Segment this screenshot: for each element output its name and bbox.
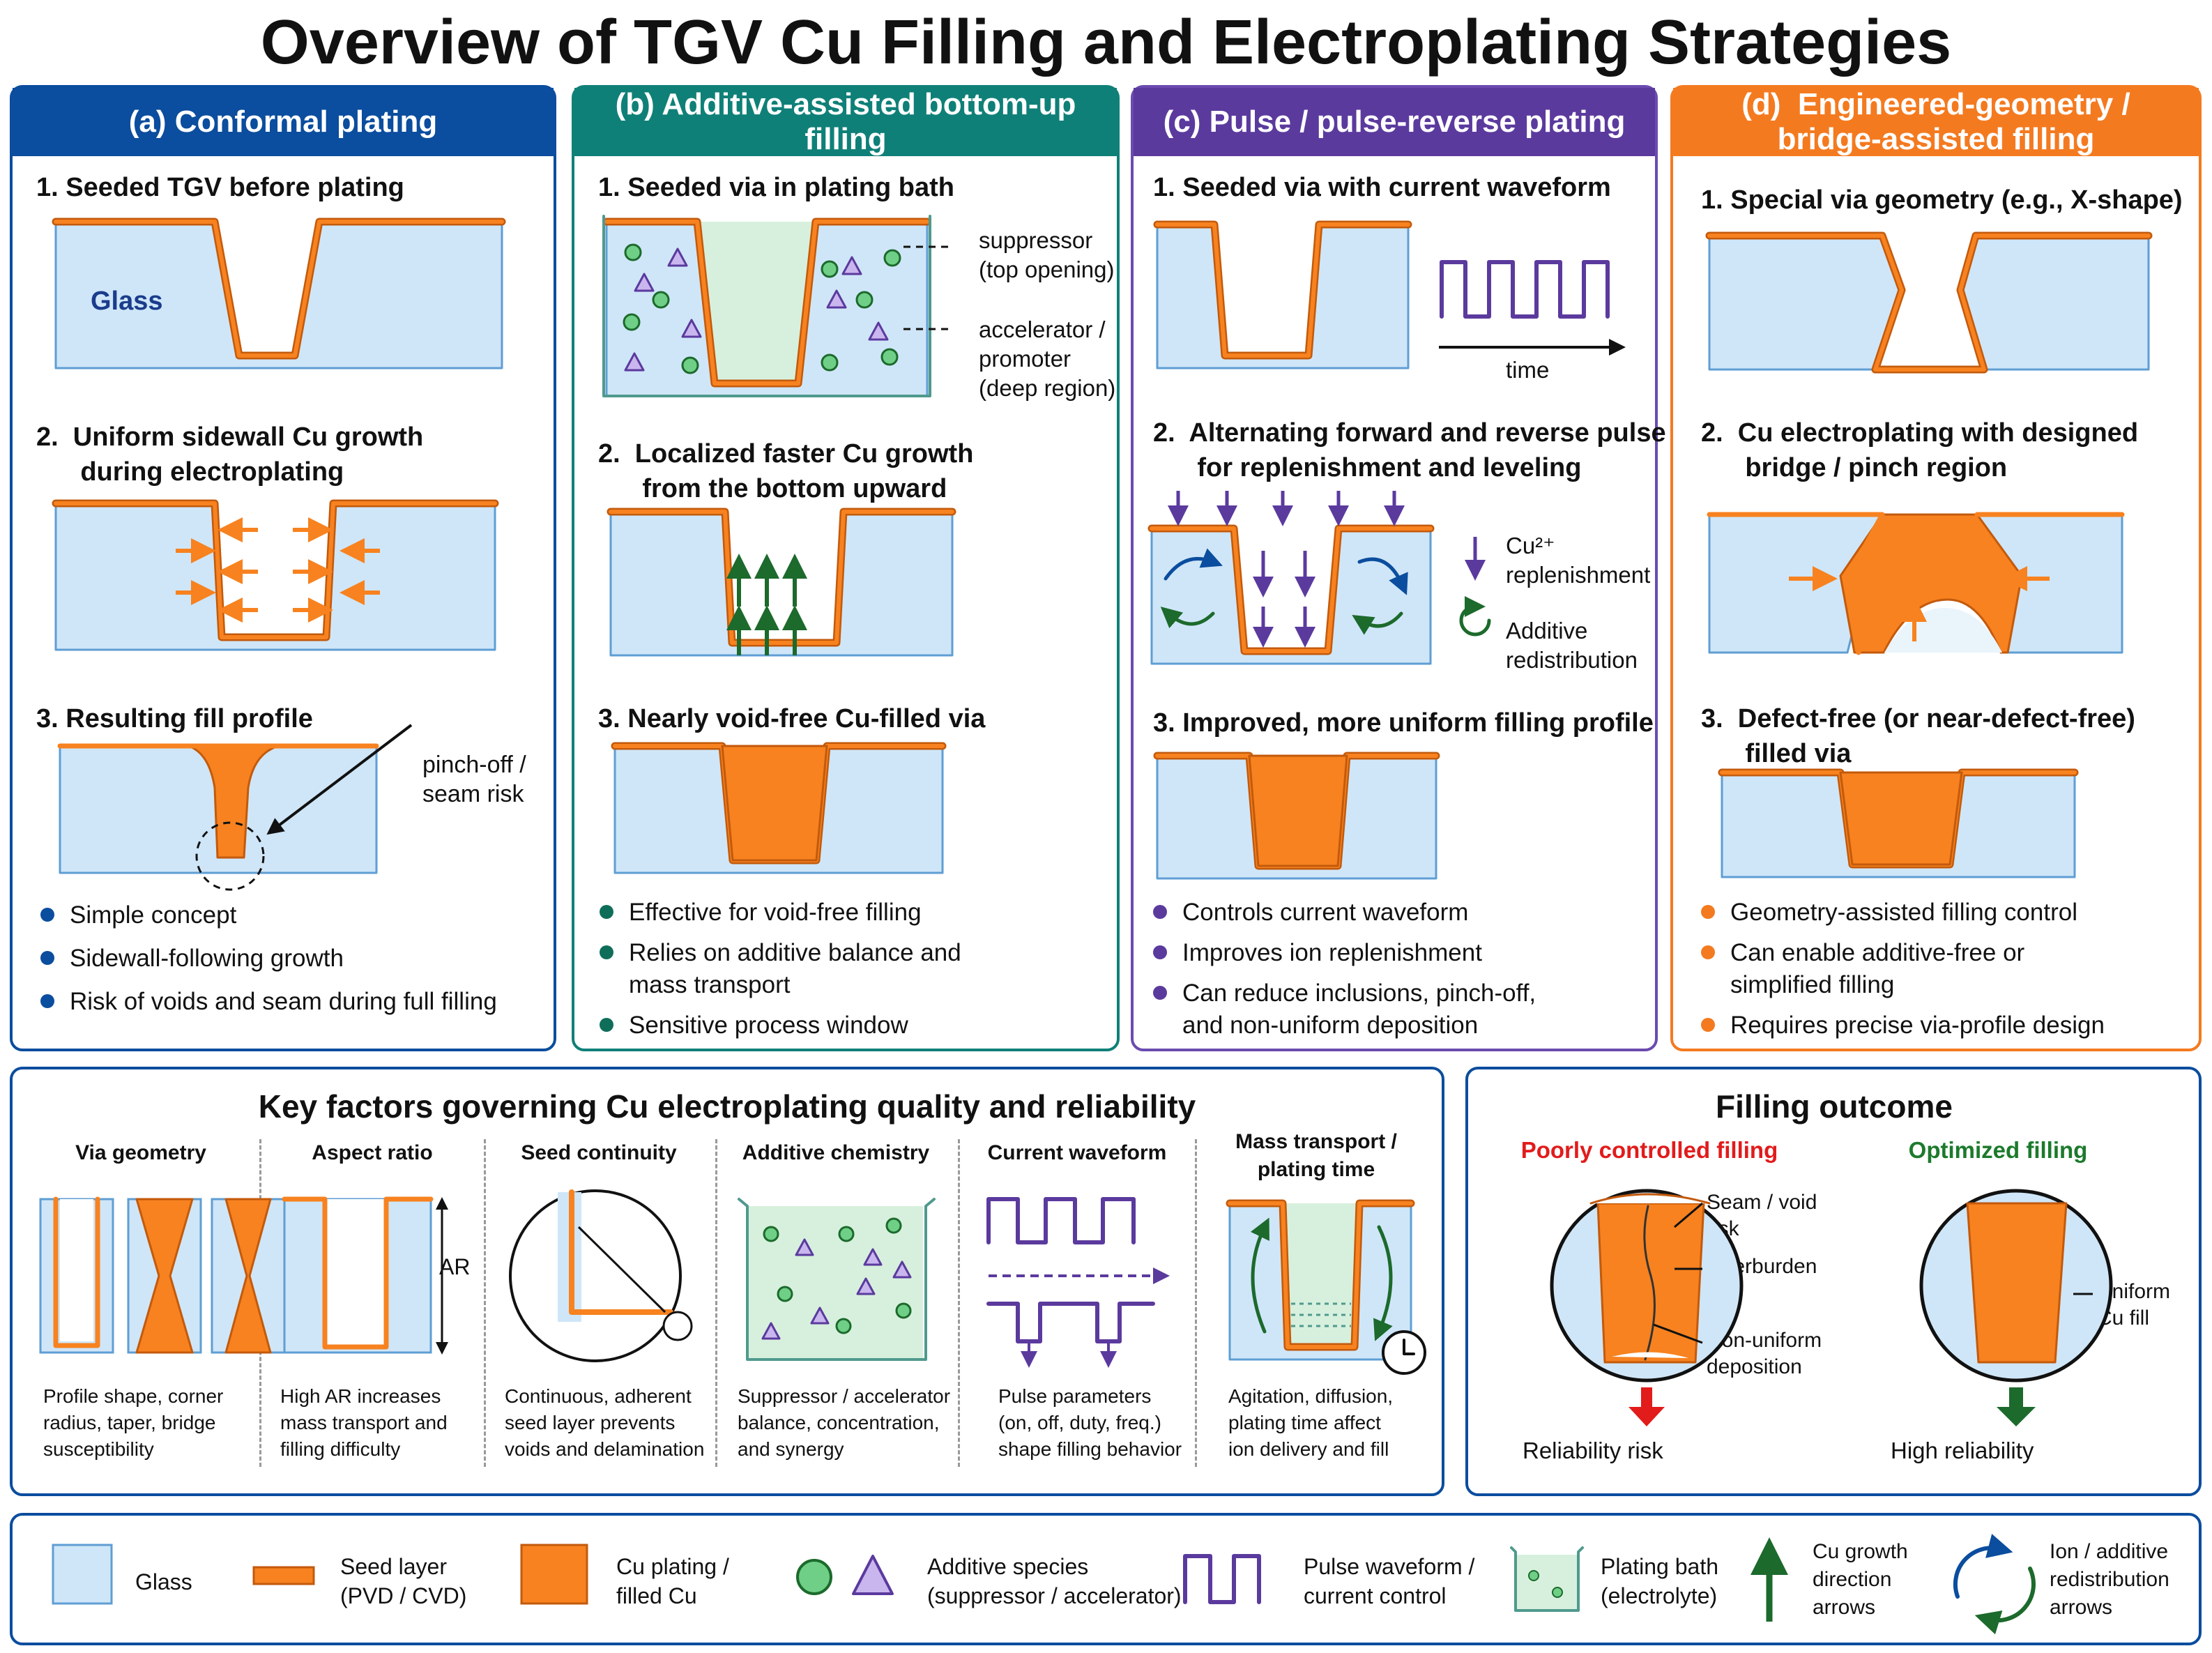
kf-col-title-4: Additive chemistry [742,1141,930,1164]
panel-c-step1: 1. Seeded via with current waveform [1153,173,1611,202]
filling-outcome-panel: Filling outcome Poorly controlled fillin… [1465,1067,2202,1496]
kf-col-title-1: Via geometry [75,1141,206,1164]
kf-col-desc-4: Suppressor / accelerator balance, concen… [738,1385,951,1460]
panel-c-additive-label: Additive redistribution [1506,618,1638,673]
panel-b-step3: 3. Nearly void-free Cu-filled via [598,704,986,733]
filling-outcome-title: Filling outcome [1716,1088,1953,1125]
kf-col-desc-1: Profile shape, corner radius, taper, bri… [43,1385,224,1460]
bullet-dot [40,993,54,1008]
kf-col-title-5: Current waveform [987,1141,1167,1164]
panel-b-suppressor-label: suppressor (top opening) [979,227,1115,282]
panel-a-bullet-1: Simple concept [40,899,236,931]
uniform-fill-label: Uniform Cu fill [2097,1280,2171,1330]
panel-b-header: (b) Additive-assisted bottom-up filling [574,87,1117,156]
kf-divider [484,1139,486,1467]
bullet-dot [40,907,54,922]
kf-divider [715,1139,717,1467]
panel-b-accelerator-label: accelerator / promoter (deep region) [979,317,1116,401]
panel-d-bullet-2: Can enable additive-free or simplified f… [1701,937,2024,1001]
kf-col-title-3: Seed continuity [521,1141,677,1164]
kf-col-desc-5: Pulse parameters (on, off, duty, freq.) … [998,1385,1182,1460]
kf-col-desc-2: High AR increases mass transport and fil… [280,1385,448,1460]
panel-engineered-geometry: (d) Engineered-geometry / bridge-assiste… [1670,85,2202,1051]
panel-a-bullet-3: Risk of voids and seam during full filli… [40,986,497,1018]
panel-conformal-plating: (a) Conformal plating 1. Seeded TGV befo… [10,85,556,1051]
bullet-dot [1701,1017,1715,1032]
nonuniform-label: Non-uniform deposition [1707,1329,1822,1378]
panel-d-step3: 3. Defect-free (or near-defect-free) fil… [1701,704,2135,768]
panel-d-bullet-3: Requires precise via-profile design [1701,1010,2105,1042]
panel-b-step1: 1. Seeded via in plating bath [598,173,954,202]
legend-label-seed: Seed layer (PVD / CVD) [340,1554,467,1608]
panel-c-header: (c) Pulse / pulse-reverse plating [1134,88,1655,156]
kf-divider [958,1139,960,1467]
kf-divider [259,1139,261,1467]
panel-c-step2: 2. Alternating forward and reverse pulse… [1153,418,1666,482]
legend-label-pulse: Pulse waveform / current control [1304,1554,1475,1608]
legend-label-glass: Glass [135,1569,192,1594]
panel-c-cu-label: Cu²⁺ replenishment [1506,533,1651,588]
panel-b-bullet-2: Relies on additive balance and mass tran… [600,937,961,1001]
kf-col-desc-6: Agitation, diffusion, plating time affec… [1228,1385,1394,1460]
panel-d-step2: 2. Cu electroplating with designed bridg… [1701,418,2139,482]
kf-col-title-2: Aspect ratio [312,1141,433,1164]
legend-label-bath: Plating bath (electrolyte) [1601,1554,1719,1608]
bullet-dot [1153,945,1167,959]
panel-d-step1: 1. Special via geometry (e.g., X-shape) [1701,185,2183,215]
legend-label-redistribution: Ion / additive redistribution arrows [2050,1540,2169,1619]
panel-b-bullet-3: Sensitive process window [600,1010,908,1042]
kf-col-title-6: Mass transport / plating time [1235,1130,1397,1181]
key-factors-title: Key factors governing Cu electroplating … [258,1088,1196,1125]
panel-a-step1: 1. Seeded TGV before plating [36,173,404,202]
panel-b-bullet-1: Effective for void-free filling [600,897,922,929]
poor-filling-title: Poorly controlled filling [1520,1137,1778,1163]
panel-c-bullet-2: Improves ion replenishment [1153,937,1482,969]
panel-c-time-label: time [1506,357,1550,383]
panel-a-header: (a) Conformal plating [13,88,554,156]
panel-d-bullet-1: Geometry-assisted filling control [1701,897,2077,929]
panel-c-bullet-1: Controls current waveform [1153,897,1468,929]
bullet-dot [1153,985,1167,1000]
bullet-dot [40,950,54,965]
panel-pulse-plating: (c) Pulse / pulse-reverse plating 1. See… [1131,85,1666,1051]
panel-a-bullet-2: Sidewall-following growth [40,943,344,975]
kf-ar-label: AR [439,1254,471,1279]
bullet-dot [1701,945,1715,959]
bullet-dot [600,945,613,959]
legend-label-growth: Cu growth direction arrows [1813,1540,1908,1619]
seam-risk-label: Seam / void risk [1707,1191,1817,1240]
reliability-risk-label: Reliability risk [1523,1438,1663,1463]
kf-col-desc-3: Continuous, adherent seed layer prevents… [505,1385,705,1460]
legend-label-additive: Additive species (suppressor / accelerat… [927,1554,1182,1608]
panel-a-callout: pinch-off / seam risk [422,752,526,807]
panel-a-step3: 3. Resulting fill profile [36,704,313,733]
legend-label-cu: Cu plating / filled Cu [616,1554,729,1608]
overburden-label: Overburden risk [1707,1255,1817,1304]
bullet-dot [1701,904,1715,919]
bullet-dot [600,904,613,919]
bullet-dot [1153,904,1167,919]
legend-panel: Glass Seed layer (PVD / CVD) Cu plating … [10,1513,2202,1645]
high-reliability-label: High reliability [1891,1438,2034,1463]
key-factors-panel: Key factors governing Cu electroplating … [10,1067,1444,1496]
panel-a-step2: 2. Uniform sidewall Cu growth during ele… [36,422,424,487]
panel-b-step2: 2. Localized faster Cu growth from the b… [598,439,974,503]
panel-c-bullet-3: Can reduce inclusions, pinch-off, and no… [1153,977,1536,1042]
panel-bottom-up-filling: (b) Additive-assisted bottom-up filling … [572,85,1120,1051]
panel-d-header: (d) Engineered-geometry / bridge-assiste… [1673,87,2199,156]
optimized-filling-title: Optimized filling [1908,1137,2088,1163]
page-title: Overview of TGV Cu Filling and Electropl… [260,8,1952,77]
panel-c-step3: 3. Improved, more uniform filling profil… [1153,708,1654,738]
kf-divider [1195,1139,1197,1467]
bullet-dot [600,1017,613,1032]
